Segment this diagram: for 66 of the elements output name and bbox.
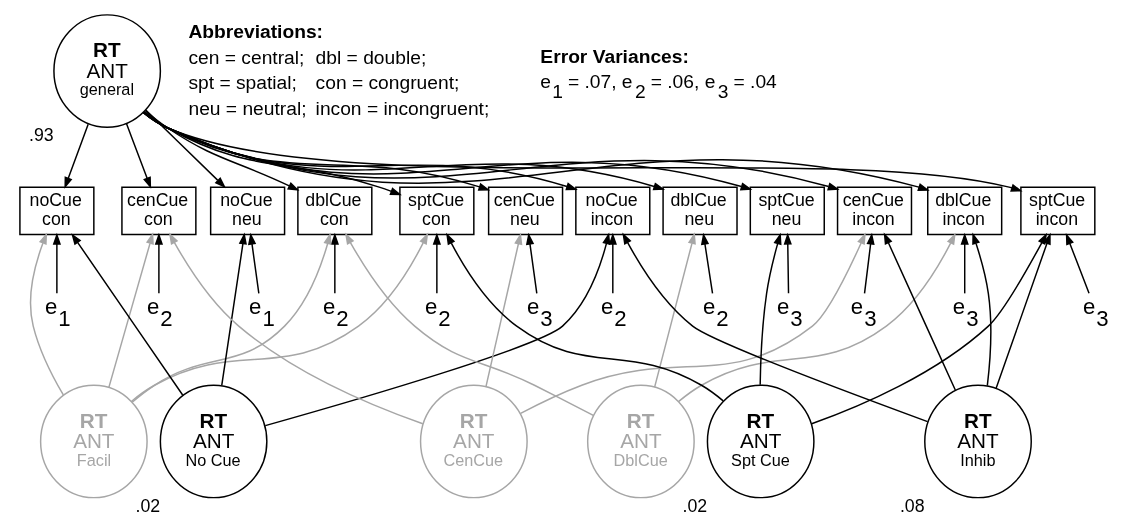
arrow: [653, 232, 696, 388]
node-circle: RT ANT general: [52, 14, 161, 128]
arrow: [525, 232, 538, 295]
arrow: [142, 111, 490, 191]
arrow: [247, 232, 260, 295]
arrow: [130, 232, 428, 402]
arrow: [264, 232, 610, 427]
node-box: noCue con: [18, 186, 95, 236]
arrow: [971, 232, 992, 387]
arrow: [445, 232, 724, 402]
label: spt = spatial;: [187, 72, 297, 94]
arrow: [142, 111, 578, 191]
arrow: [144, 110, 299, 191]
node-circle: RT ANT No Cue: [159, 384, 268, 499]
label: dbl = double;: [315, 47, 426, 69]
arrow: [154, 232, 163, 295]
arrow: [883, 232, 956, 391]
node-box: cenCue incon: [836, 186, 912, 236]
arrow: [783, 232, 792, 295]
label: Error Variances:: [539, 45, 689, 67]
arrow: [70, 233, 183, 396]
node-circle: RT ANT Facil: [39, 384, 148, 499]
label: incon = incongruent;: [315, 97, 489, 119]
arrow: [63, 123, 89, 189]
arrow: [484, 232, 522, 388]
arrow: [130, 232, 332, 403]
arrow: [125, 122, 151, 189]
node-box: cenCue neu: [487, 186, 563, 236]
arrow: [29, 232, 64, 396]
node-box: sptCue incon: [1019, 186, 1096, 236]
arrow: [863, 232, 875, 295]
arrow: [1065, 232, 1090, 295]
node-box: noCue incon: [574, 186, 650, 236]
node-box: noCue neu: [209, 186, 285, 236]
label: con = congruent;: [315, 72, 459, 94]
arrow: [107, 232, 154, 388]
node-box: dblCue con: [296, 186, 373, 236]
node-circle: RT ANT Inhib: [923, 384, 1032, 499]
arrow: [432, 232, 441, 295]
node-circle: RT ANT Spt Cue: [706, 384, 815, 499]
node-label: .08: [899, 495, 925, 516]
arrow: [758, 232, 782, 386]
arrow: [621, 232, 928, 423]
arrow: [700, 232, 713, 295]
label: Abbreviations:: [187, 20, 323, 42]
node-box: cenCue con: [120, 186, 197, 236]
node-circle: RT ANT DblCue: [586, 384, 695, 499]
arrow: [960, 232, 969, 295]
arrow: [608, 232, 617, 295]
label: cen = central;: [187, 47, 304, 69]
node-box: dblCue neu: [661, 186, 738, 236]
node-box: sptCue neu: [749, 186, 825, 236]
arrow: [677, 232, 956, 403]
node-circle: RT ANT CenCue: [419, 384, 528, 499]
arrow: [143, 111, 402, 196]
arrow: [519, 232, 866, 415]
label: neu = neutral;: [187, 97, 307, 119]
node-box: dblCue incon: [926, 186, 1002, 236]
arrow: [168, 232, 423, 425]
node-label: .93: [28, 125, 54, 146]
arrow: [330, 232, 339, 295]
node-box: sptCue con: [398, 186, 475, 236]
arrow: [52, 232, 61, 295]
arrow: [144, 109, 226, 189]
arrow: [220, 232, 247, 387]
arrow: [344, 232, 594, 417]
